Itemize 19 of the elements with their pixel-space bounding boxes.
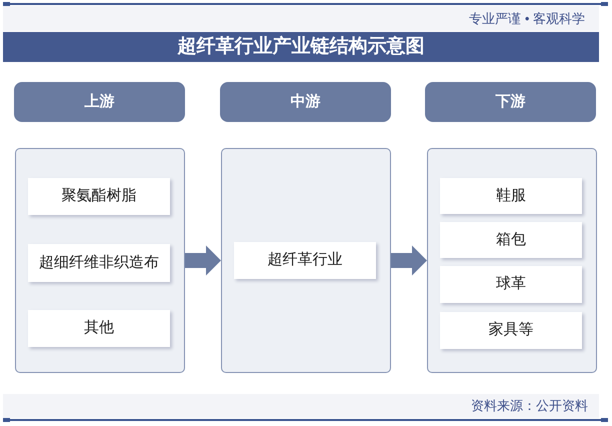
item-card: 超细纤维非织造布 [28,244,170,282]
item-card: 家具等 [440,312,582,349]
slogan-text: 专业严谨 • 客观科学 [469,10,585,27]
item-card: 球革 [440,266,582,303]
stage-panel [221,148,391,373]
item-card: 超纤革行业 [234,242,376,279]
item-card: 其他 [28,310,170,347]
item-card: 鞋服 [440,178,582,214]
source-note: 资料来源：公开资料 [471,397,588,414]
stage-header: 上游 [14,82,185,122]
block-arrow [185,246,221,276]
stage-panel [15,148,185,373]
stage-header: 中游 [220,82,391,122]
item-card: 聚氨酯树脂 [28,178,170,215]
stage-header: 下游 [425,82,596,122]
block-arrow [391,246,427,276]
title-bar: 超纤革行业产业链结构示意图 [3,32,599,62]
stage-panel [427,148,597,373]
item-card: 箱包 [440,222,582,258]
